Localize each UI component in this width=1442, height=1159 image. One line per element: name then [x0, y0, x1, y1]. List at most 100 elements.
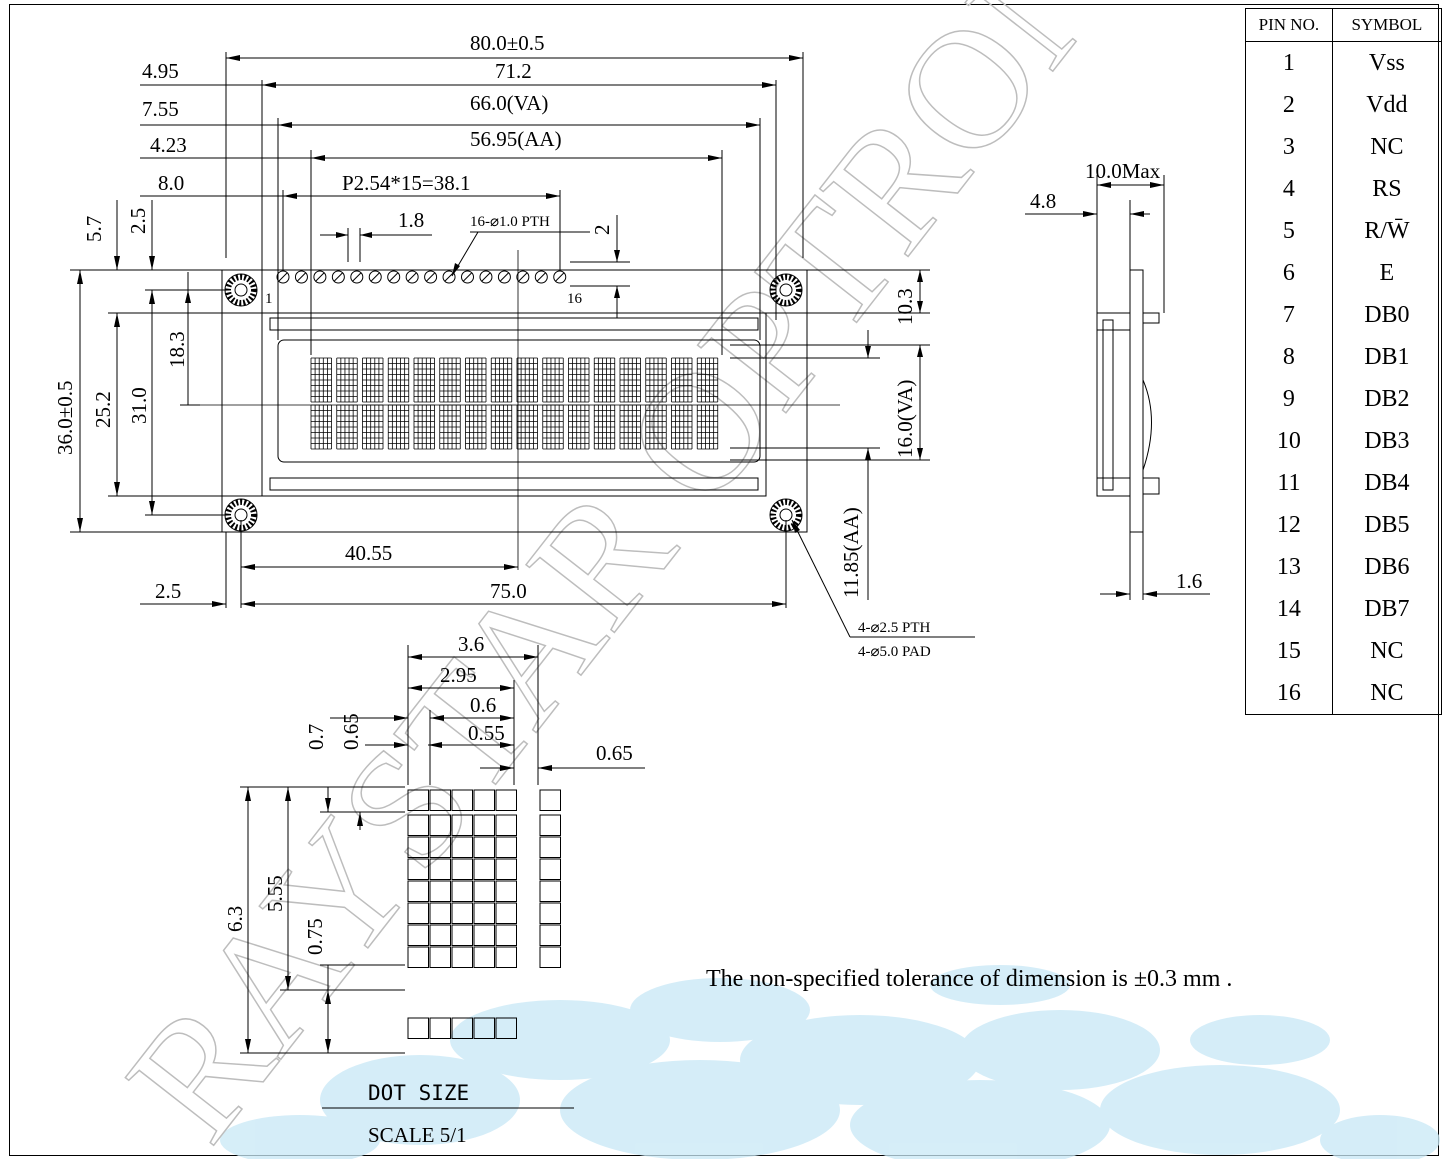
character-cell [542, 404, 564, 450]
character-cell [516, 357, 538, 403]
character-cell [568, 357, 590, 403]
connector-pin [497, 270, 511, 284]
top-dimensions: 80.0±0.5 71.2 4.95 66.0(VA) 7.55 56.95(A… [140, 31, 804, 355]
dim-75-0: 75.0 [490, 579, 527, 603]
dim-16-va: 16.0(VA) [893, 380, 917, 458]
cursor-dot [407, 1017, 429, 1039]
dim-1-6: 1.6 [1176, 569, 1202, 593]
cursor-dot [451, 1017, 473, 1039]
connector-pin [294, 270, 308, 284]
pin-number: 2 [1245, 84, 1333, 126]
character-cell [696, 404, 719, 450]
dot [429, 789, 451, 811]
character-cell [413, 404, 435, 450]
cursor-dot [473, 1017, 495, 1039]
connector-pin [424, 270, 438, 284]
dot [495, 946, 517, 968]
dim-1-8: 1.8 [398, 208, 424, 232]
character-cell [671, 357, 693, 403]
dim-pad-4: 4-⌀5.0 PAD [858, 644, 931, 660]
connector-pin [553, 270, 567, 284]
character-cell [336, 357, 358, 403]
dim-0-65-right: 0.65 [596, 741, 633, 765]
dot-size-detail: 3.6 2.95 0.6 0.55 0.65 0.7 0.65 6.3 [223, 632, 645, 1147]
character-cells [310, 357, 719, 450]
connector-pin [405, 270, 419, 284]
dot [473, 858, 495, 880]
pin-number: 5 [1245, 210, 1333, 252]
pin-number: 10 [1245, 420, 1333, 462]
pin-number: 8 [1245, 336, 1333, 378]
pin-no-header: PIN NO. [1245, 8, 1333, 42]
dim-4-8: 4.8 [1030, 189, 1056, 213]
next-char-dot [539, 880, 561, 902]
character-cell [490, 404, 513, 450]
mounting-hole-tr [769, 273, 803, 307]
pin-number: 11 [1245, 462, 1333, 504]
pin-1-label: 1 [265, 291, 273, 307]
dim-0-75: 0.75 [303, 918, 327, 955]
connector-pin [350, 270, 364, 284]
dim-0-65-left: 0.65 [339, 713, 363, 750]
dim-2-95: 2.95 [440, 663, 477, 687]
dot [495, 814, 517, 836]
pin-number: 9 [1245, 378, 1333, 420]
pin-symbol: DB2 [1331, 378, 1442, 420]
dot [473, 924, 495, 946]
dot [429, 836, 451, 858]
dot [495, 880, 517, 902]
next-char-dot [539, 858, 561, 880]
dim-18-3: 18.3 [165, 331, 189, 368]
character-cell [387, 404, 410, 450]
character-cell [516, 404, 538, 450]
character-cell [645, 357, 667, 403]
mounting-hole-tl [224, 273, 258, 307]
dot [473, 836, 495, 858]
dim-10-3: 10.3 [893, 288, 917, 325]
symbol-header: SYMBOL [1331, 8, 1442, 42]
pin-symbol: DB7 [1331, 588, 1442, 630]
dot [473, 946, 495, 968]
dot [407, 858, 429, 880]
pin-number: 13 [1245, 546, 1333, 588]
dot [429, 902, 451, 924]
bottom-dimensions: 40.55 2.5 75.0 [140, 520, 787, 608]
character-cell [490, 357, 513, 403]
pin-symbol: DB0 [1331, 294, 1442, 336]
connector-pin [442, 270, 456, 284]
dot-grid [407, 789, 561, 1039]
character-cell [310, 404, 332, 450]
connector-pin [461, 270, 474, 284]
character-cell [619, 357, 641, 403]
pin-symbol: Vdd [1331, 84, 1442, 126]
dot [407, 789, 429, 811]
dim-2-5-bottom: 2.5 [155, 579, 181, 603]
character-cell [362, 404, 384, 450]
left-dimensions: 36.0±0.5 25.2 31.0 18.3 5.7 2.5 [53, 200, 262, 533]
next-char-dot [539, 902, 561, 924]
connector-pin [276, 270, 290, 284]
cursor-dot [495, 1017, 517, 1039]
dot [407, 946, 429, 968]
pin-symbol: NC [1331, 672, 1442, 715]
connector-pins [276, 270, 567, 284]
pin-symbol: DB5 [1331, 504, 1442, 546]
dim-10-max: 10.0Max [1085, 159, 1161, 183]
dim-4-23: 4.23 [150, 133, 187, 157]
character-cell [465, 404, 487, 450]
character-cell [362, 357, 384, 403]
dot-size-title: DOT SIZE [368, 1081, 469, 1105]
dot [495, 858, 517, 880]
dot [451, 880, 473, 902]
dim-2-5-left: 2.5 [126, 208, 150, 234]
pin-number: 16 [1245, 672, 1333, 715]
dim-2: 2 [590, 225, 614, 236]
